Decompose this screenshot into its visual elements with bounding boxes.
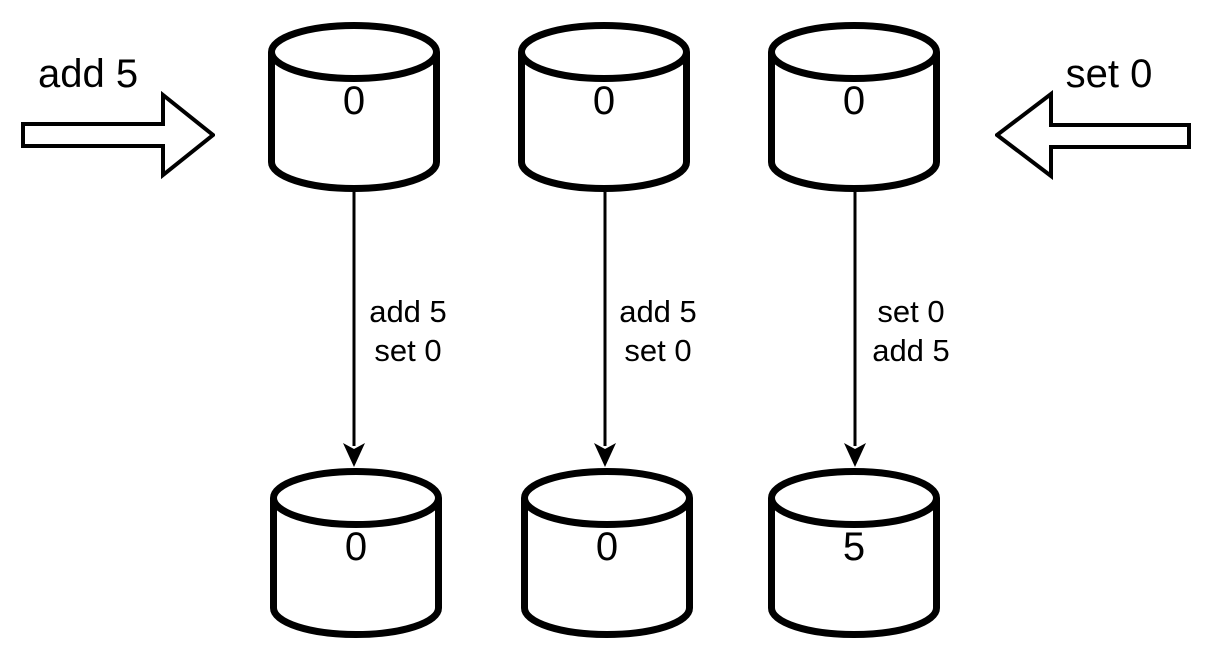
database-cylinder-icon [768,22,940,192]
operation-label: set 0 [624,333,692,368]
replica-1-final-database: 0 [270,468,442,640]
replica-2-initial-database: 0 [518,22,690,194]
operation-label: add 5 [872,333,950,368]
replica-1-operation-order: add 5 set 0 [358,292,458,370]
database-cylinder-icon [518,22,690,192]
database-value: 5 [842,525,866,569]
database-cylinder-icon [768,468,940,638]
right-input-label: set 0 [1065,52,1153,96]
left-input-label: add 5 [38,52,139,96]
arrow-left-icon [993,89,1191,185]
connector-arrow-down-icon [590,190,620,470]
replica-3-operation-order: set 0 add 5 [861,292,961,370]
database-value: 0 [342,79,366,123]
replica-3-final-database: 5 [768,468,940,640]
replica-2-final-database: 0 [521,468,693,640]
database-cylinder-icon [268,22,440,192]
replica-3-initial-database: 0 [768,22,940,194]
database-cylinder-icon [521,468,693,638]
operation-label: set 0 [374,333,442,368]
operation-label: add 5 [619,294,697,329]
database-cylinder-icon [270,468,442,638]
replica-1-initial-database: 0 [268,22,440,194]
database-value: 0 [592,79,616,123]
database-value: 0 [344,525,368,569]
arrow-right-icon [21,90,217,184]
operation-label: add 5 [369,294,447,329]
operation-label: set 0 [877,294,945,329]
connector-arrow-down-icon [840,190,870,470]
connector-arrow-down-icon [339,190,369,470]
replica-2-operation-order: add 5 set 0 [608,292,708,370]
database-value: 0 [842,79,866,123]
database-value: 0 [595,525,619,569]
